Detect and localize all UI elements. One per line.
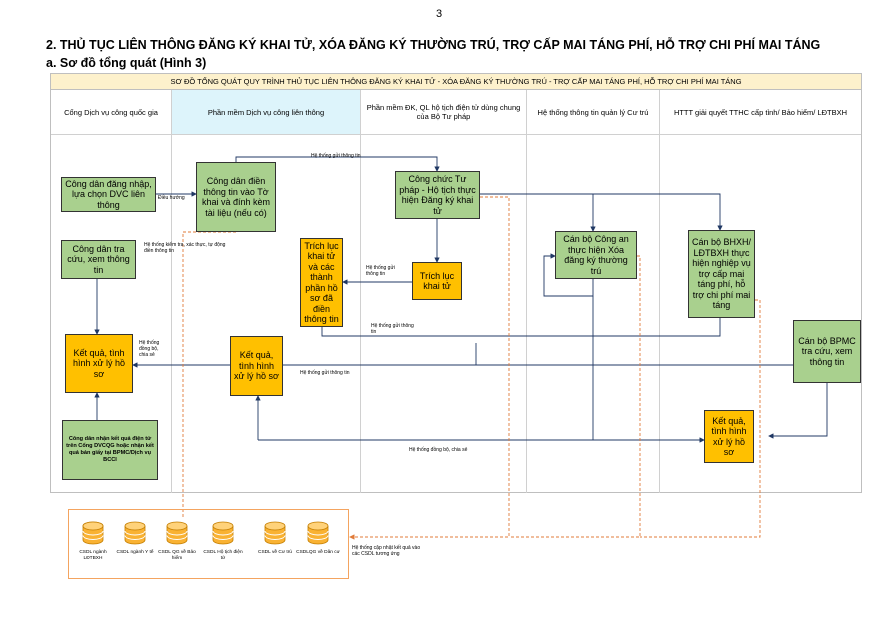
citizen-receive-node: Công dân nhận kết quả điện tử trên Cổng …: [62, 420, 158, 480]
citizen-lookup-node: Công dân tra cứu, xem thông tin: [61, 240, 136, 279]
citizen-fill-node: Công dân điền thông tin vào Tờ khai và đ…: [196, 162, 276, 232]
label-send-info-bottom: Hệ thống gửi thông tin: [300, 370, 350, 376]
label-sync-bottom: Hệ thống đồng bộ, chia sẻ: [409, 447, 468, 453]
diagram-title: SƠ ĐỒ TỔNG QUÁT QUY TRÌNH THỦ TỤC LIÊN T…: [51, 74, 861, 90]
database-label: CSDL ngành Y tế: [116, 550, 154, 555]
database-label: CSDL về Cư trú: [258, 550, 292, 555]
lane-header-divider: [51, 134, 861, 135]
section-heading: 2. THỦ TỤC LIÊN THÔNG ĐĂNG KÝ KHAI TỬ, X…: [46, 38, 821, 52]
database-icon: [264, 521, 286, 545]
label-update-db: Hệ thống cập nhật kết quả vào các CSDL t…: [352, 545, 421, 557]
label-send-info-low: Hệ thống gửi thông tin: [371, 323, 414, 335]
diagram-frame: [50, 73, 862, 493]
database-icon: [212, 521, 234, 545]
result-portal-node: Kết quả, tình hình xử lý hồ sơ: [65, 334, 133, 393]
database-icon: [166, 521, 188, 545]
database-label: CSDL Hộ tịch điện tử: [203, 550, 243, 561]
lane-header-province-system: HTTT giải quyết TTHC cấp tỉnh/ Bảo hiểm/…: [673, 107, 848, 117]
lane-header-national-portal: Cổng Dịch vụ công quốc gia: [51, 90, 172, 134]
section-subheading: a. Sơ đồ tổng quát (Hình 3): [46, 56, 207, 70]
lane-header-civil-registry: Phần mềm ĐK, QL hộ tịch điện tử dùng chu…: [361, 90, 527, 134]
bpmc-officer-node: Cán bộ BPMC tra cứu, xem thông tin: [793, 320, 861, 383]
label-sync-left: Hệ thống đồng bộ, chia sẻ: [139, 340, 160, 358]
database-label: CSDL QG về Bảo hiểm: [158, 550, 196, 561]
database-label: CSDL ngành LĐTBXH: [79, 550, 107, 561]
result-province-node: Kết quả, tình hình xử lý hồ sơ: [704, 410, 754, 463]
label-auto-check: Hệ thống kiểm tra, xác thực, tự động điề…: [144, 242, 226, 254]
lane-header-lienthong-software: Phần mềm Dịch vụ công liên thông: [172, 90, 361, 134]
database-label: CSDLQG về Dân cư: [296, 550, 340, 555]
database-group: [68, 509, 349, 579]
label-send-info-top: Hệ thống gửi thông tin: [311, 153, 361, 159]
lane-residence-system: [527, 134, 660, 493]
database-icon: [124, 521, 146, 545]
result-lienthong-node: Kết quả, tình hình xử lý hồ sơ: [230, 336, 283, 396]
bhxh-officer-node: Cán bộ BHXH/ LĐTBXH thực hiện nghiệp vụ …: [688, 230, 755, 318]
lane-header-residence-system: Hệ thống thông tin quản lý Cư trú: [527, 90, 660, 134]
label-redirect: Điều hướng: [158, 195, 185, 201]
lane-national-portal: [51, 134, 172, 493]
page-number: 3: [435, 8, 443, 20]
police-officer-node: Cán bộ Công an thực hiện Xóa đăng ký thư…: [555, 231, 637, 279]
death-extract-node: Trích lục khai tử: [412, 262, 462, 300]
citizen-login-node: Công dân đăng nhập, lựa chọn DVC liên th…: [61, 177, 156, 212]
lane-civil-registry: [361, 134, 527, 493]
database-icon: [307, 521, 329, 545]
justice-officer-node: Công chức Tư pháp - Hộ tịch thực hiện Đă…: [395, 171, 480, 219]
label-send-info-mid: Hệ thống gửi thông tin: [366, 265, 395, 277]
extract-info-node: Trích lục khai tử và các thành phần hồ s…: [300, 238, 343, 327]
lane-lienthong-software: [172, 134, 361, 493]
database-icon: [82, 521, 104, 545]
